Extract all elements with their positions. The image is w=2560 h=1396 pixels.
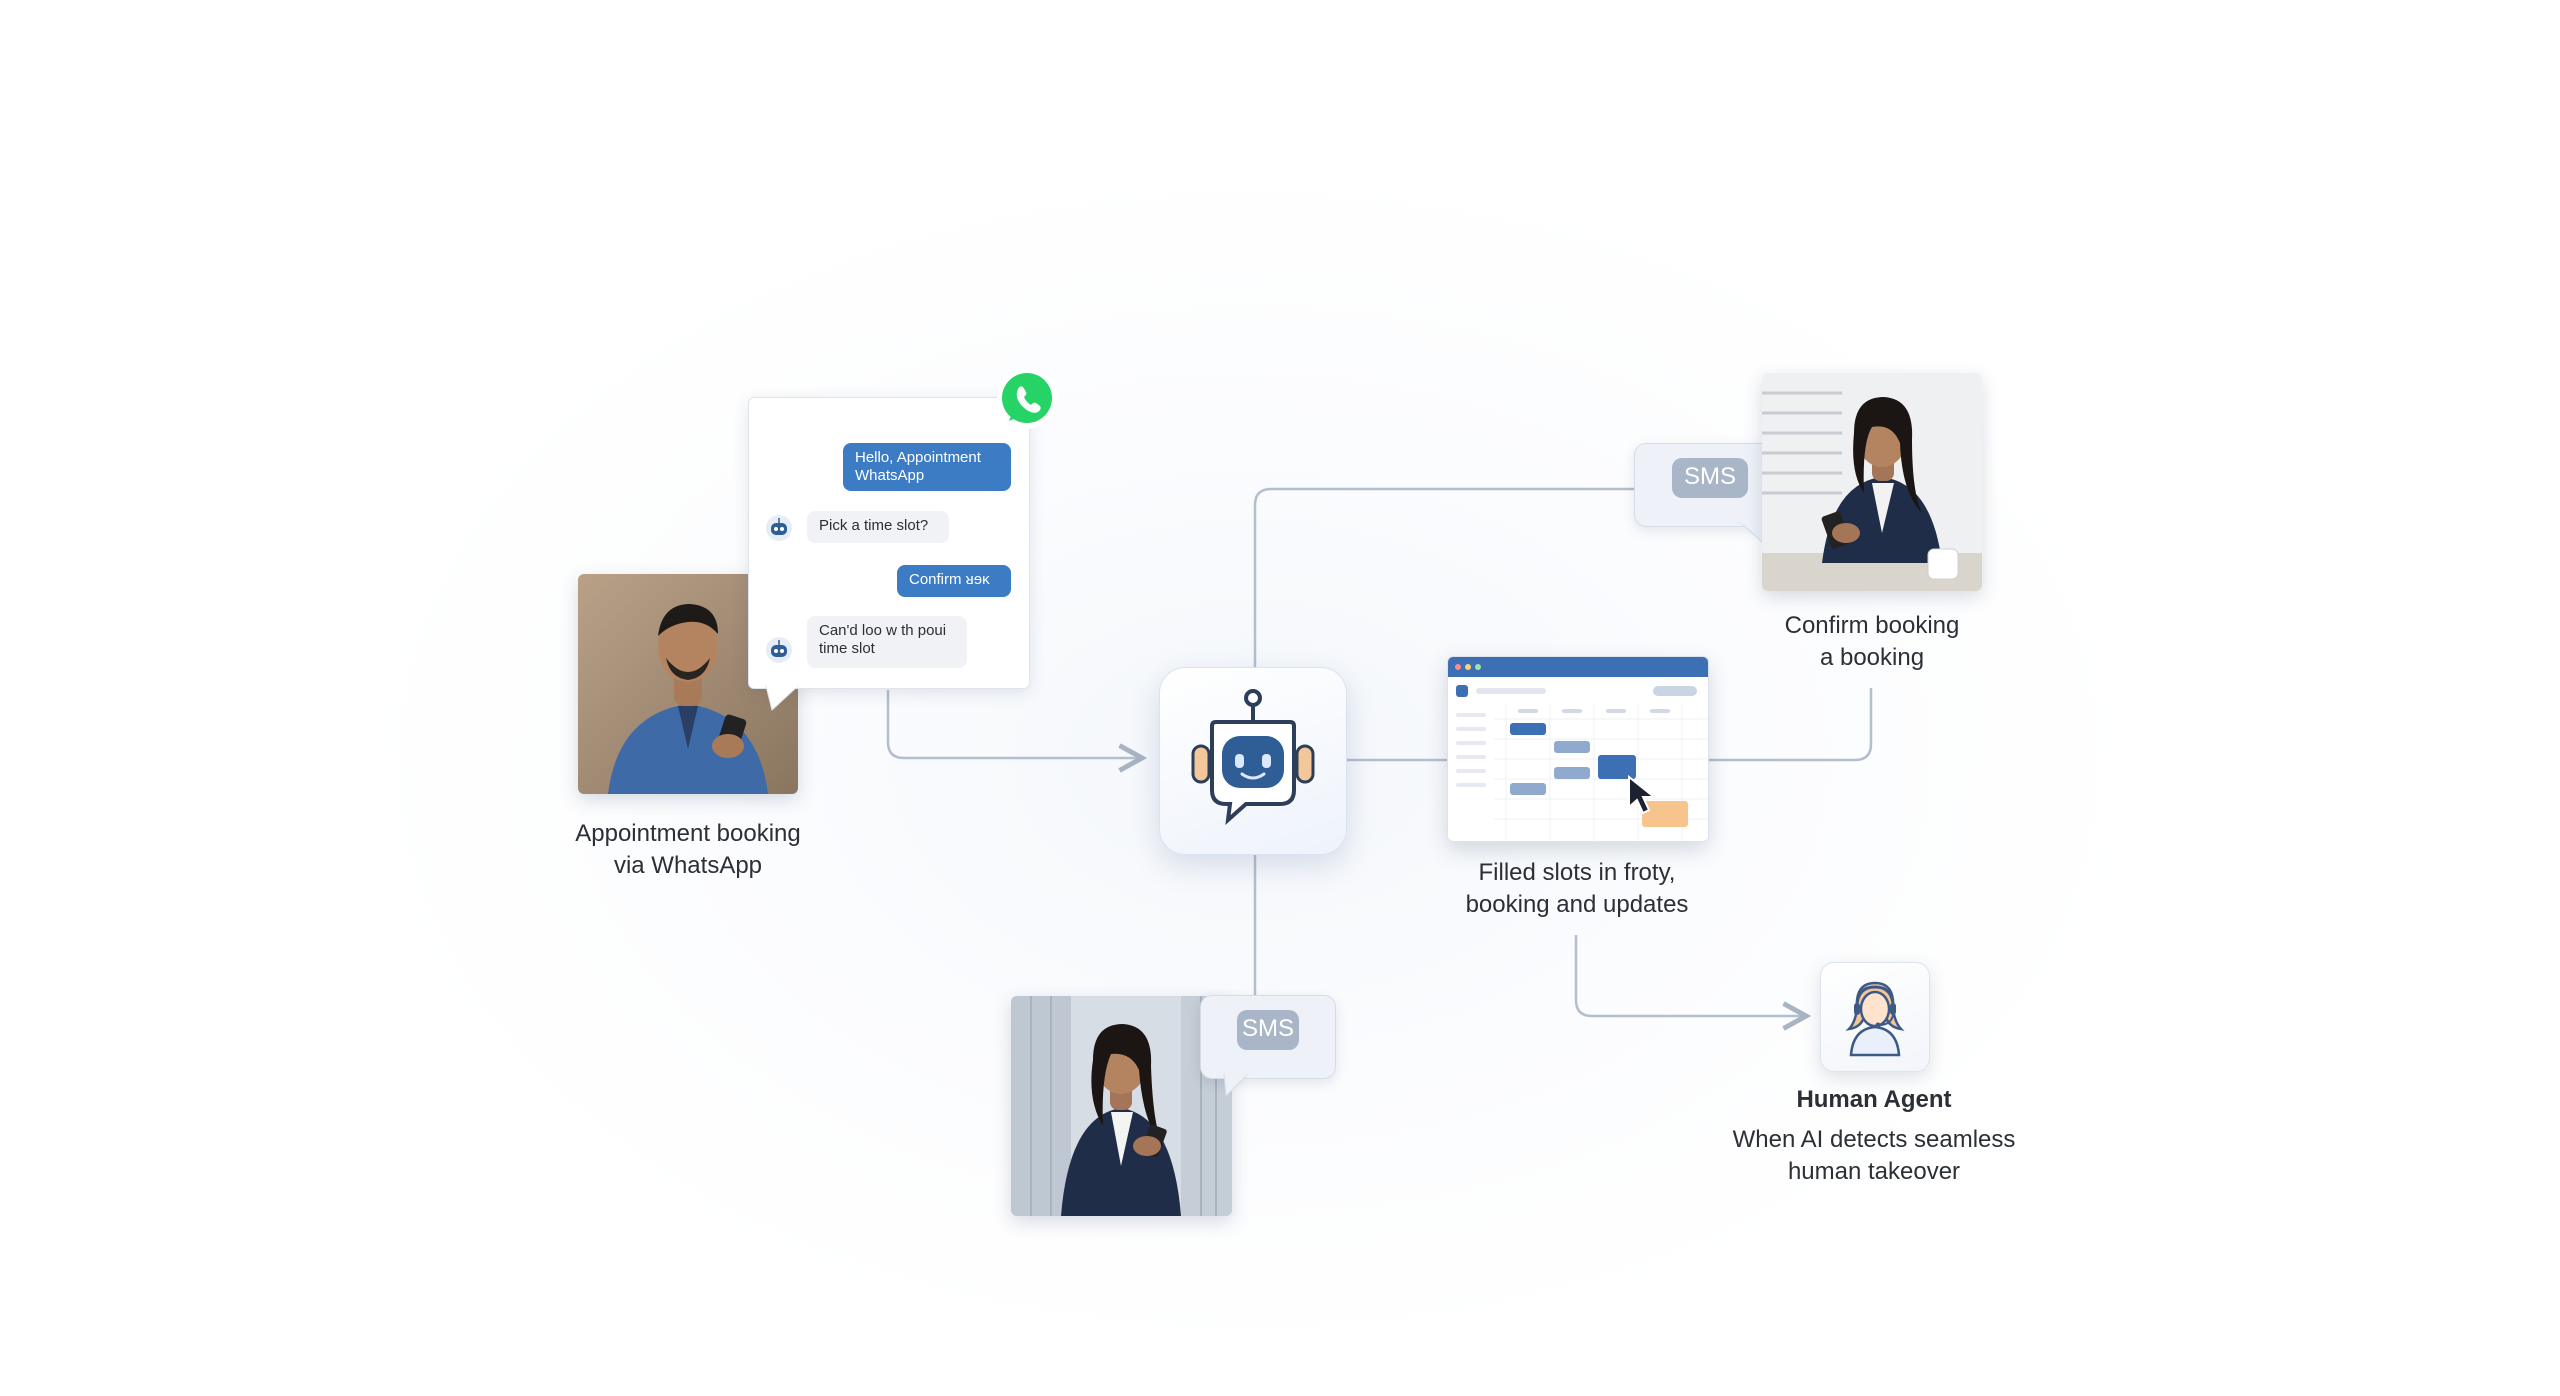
chat-message-bot-2: Can'd loo w th poui time slot [807,616,967,668]
connector-whatsapp-to-hub [886,690,1142,758]
connector-calendar-to-agent [1574,935,1806,1016]
confirm-booking-user-photo [1762,373,1982,591]
whatsapp-chat-card: Hello, Appointment WhatsApp Pick a time … [748,397,1030,689]
calendar-grid [1448,657,1708,841]
ai-assistant-hub [1159,667,1347,855]
chat-message-user-1: Hello, Appointment WhatsApp [843,443,1011,491]
sms-badge: SMS [1672,458,1748,498]
whatsapp-icon [997,369,1057,429]
sms-notification-bottom: SMS [1200,995,1336,1079]
confirm-booking-label: Confirm booking a booking [1784,612,1960,671]
sms-user-photo [1011,996,1232,1216]
chat-card-tail [765,686,799,711]
human-agent-card [1820,962,1930,1072]
bot-avatar-icon [766,637,792,663]
whatsapp-booking-label: Appointment booking via WhatsApp [575,820,801,879]
sms-badge: SMS [1237,1010,1299,1050]
bot-avatar-icon [766,515,792,541]
robot-icon [1191,689,1315,826]
human-agent-description: When AI detects seamless human takeover [1732,1126,2016,1185]
filled-slots-label: Filled slots in froty, booking and updat… [1465,859,1689,918]
headset-agent-icon [1845,981,1905,1057]
connector-calendar-to-confirm [1707,688,1873,762]
sms-notification-top: SMS [1634,443,1786,527]
booking-calendar-card [1447,656,1709,842]
sms-bubble-tail [1223,1074,1249,1098]
chat-message-bot-1: Pick a time slot? [807,511,949,543]
chat-message-user-2: Confirm ᴚɘᴋ [897,565,1011,597]
connector-hub-to-top-sms [1253,487,1634,667]
human-agent-title: Human Agent [1796,1086,1952,1113]
cursor-icon [1628,775,1657,815]
